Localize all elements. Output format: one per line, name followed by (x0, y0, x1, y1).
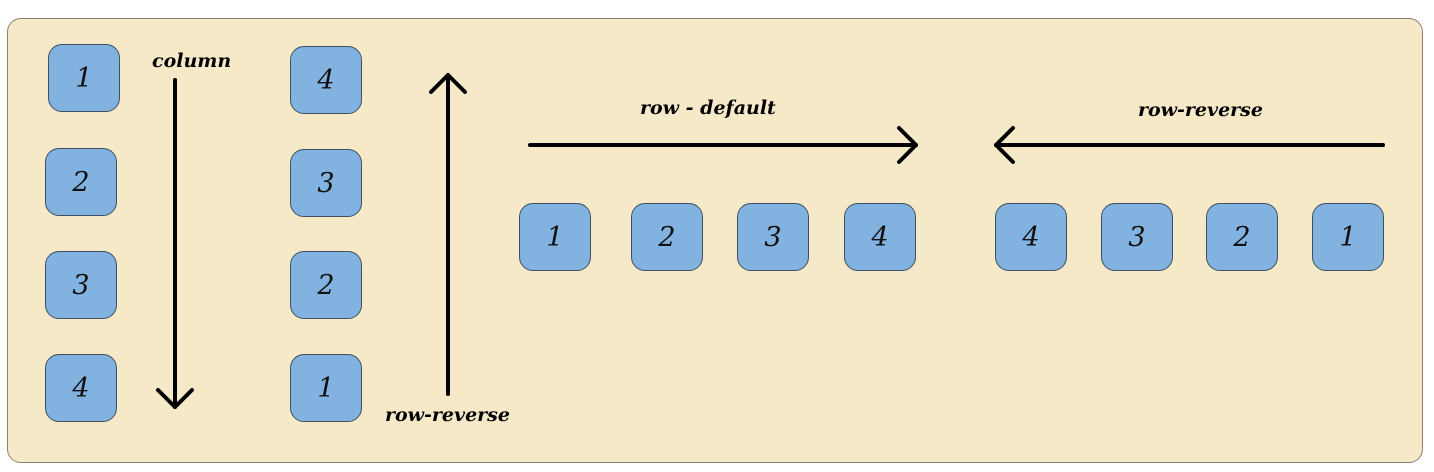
column-reverse-item-box: 4 (290, 46, 362, 114)
row-reverse-item-box: 1 (1312, 203, 1384, 271)
arrow-right-icon (528, 126, 918, 164)
row-item-box: 3 (737, 203, 809, 271)
arrow-down-icon (156, 78, 194, 409)
row-reverse-item-box: 3 (1101, 203, 1173, 271)
row-default-label: row - default (640, 97, 776, 119)
diagram-panel (7, 18, 1423, 463)
row-reverse-item-box: 2 (1206, 203, 1278, 271)
column-reverse-item-box: 3 (290, 149, 362, 217)
column-reverse-item-box: 2 (290, 251, 362, 319)
row-item-box: 4 (844, 203, 916, 271)
row-item-box: 2 (631, 203, 703, 271)
row-reverse-label: row-reverse (1138, 99, 1263, 121)
column-item-box: 2 (45, 148, 117, 216)
column-label: column (152, 50, 232, 72)
column-reverse-item-box: 1 (290, 354, 362, 422)
row-item-box: 1 (519, 203, 591, 271)
column-item-box: 4 (45, 354, 117, 422)
row-reverse-item-box: 4 (995, 203, 1067, 271)
column-item-box: 3 (45, 251, 117, 319)
arrow-up-icon (429, 73, 467, 396)
column-reverse-label: row-reverse (385, 404, 510, 426)
arrow-left-icon (994, 126, 1385, 164)
column-item-box: 1 (48, 44, 120, 112)
